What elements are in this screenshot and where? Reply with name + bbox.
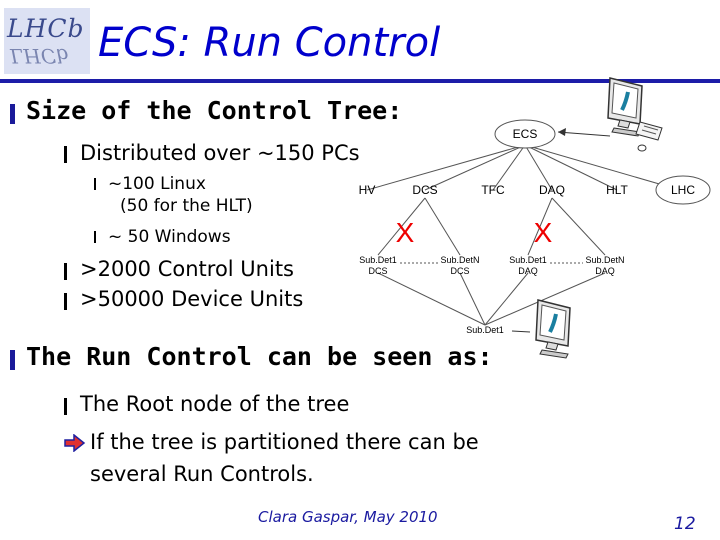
windows-text: ~ 50 Windows — [108, 227, 231, 247]
device-units-text: >50000 Device Units — [80, 287, 304, 311]
node-lhc-label: LHC — [671, 183, 695, 197]
node-hv-label: HV — [359, 183, 376, 197]
title-background — [92, 22, 472, 74]
footer-author: Clara Gaspar, May 2010 — [258, 508, 438, 526]
logo-text: LHCb — [7, 14, 85, 43]
tree-edges — [366, 144, 681, 326]
bullet-marker — [94, 231, 96, 243]
node-ecs — [494, 119, 556, 149]
bullet-marker — [10, 350, 15, 370]
lhcb-logo: LHCb LHCb — [4, 8, 90, 74]
slide-title: ECS: Run Control — [98, 20, 441, 66]
node-tfc-label: TFC — [481, 183, 505, 197]
node-ecs-label: ECS — [513, 127, 538, 141]
computer-icon — [607, 77, 663, 152]
distributed-text: Distributed over ~150 PCs — [80, 141, 360, 165]
title-rule — [0, 79, 720, 83]
size-heading: Size of the Control Tree: — [26, 96, 403, 125]
page-number: 12 — [674, 514, 696, 534]
bullet-marker — [64, 293, 67, 310]
node-subdet1-label: Sub.Det1 — [466, 325, 504, 335]
node-daq-label: DAQ — [539, 183, 565, 197]
root-node-text: The Root node of the tree — [80, 392, 350, 416]
node-subdetN-daq-label-1: Sub.DetN — [585, 255, 624, 265]
node-subdet1-dcs-label-2: DCS — [368, 266, 387, 276]
node-subdet1-dcs-label-1: Sub.Det1 — [359, 255, 397, 265]
run-control-heading: The Run Control can be seen as: — [26, 342, 493, 371]
linux-text-1: ~100 Linux — [108, 174, 206, 194]
partition-cross-dcs: X — [396, 217, 415, 248]
partition-text-1: If the tree is partitioned there can be — [90, 430, 479, 454]
control-tree-diagram: ECS HV DCS TFC DAQ HLT LHC X X Sub.Det1 … — [359, 77, 711, 359]
ecs-link-arrowhead — [558, 128, 566, 136]
logo-reflection: LHCb — [10, 44, 69, 68]
node-dcs-label: DCS — [412, 183, 437, 197]
node-lhc — [655, 175, 711, 205]
node-subdet1-daq-label-2: DAQ — [518, 266, 538, 276]
node-subdetN-daq-label-2: DAQ — [595, 266, 615, 276]
bullet-marker — [94, 178, 96, 190]
partition-text-2: several Run Controls. — [90, 462, 314, 486]
control-units-text: >2000 Control Units — [80, 257, 294, 281]
linux-text-2: (50 for the HLT) — [120, 196, 253, 216]
node-subdetN-dcs-label-2: DCS — [450, 266, 469, 276]
partition-cross-daq: X — [534, 217, 553, 248]
node-hlt-label: HLT — [606, 183, 628, 197]
node-subdetN-dcs-label-1: Sub.DetN — [440, 255, 479, 265]
bullet-marker — [64, 146, 67, 163]
ecs-computer-link — [557, 131, 611, 137]
computer-icon — [535, 299, 571, 359]
node-subdet1-daq-label-1: Sub.Det1 — [509, 255, 547, 265]
bullet-marker — [10, 104, 15, 124]
subdet-computer-link — [511, 330, 531, 333]
arrow-bullet-icon — [64, 434, 86, 452]
bullet-marker — [64, 398, 67, 415]
bullet-marker — [64, 263, 67, 280]
